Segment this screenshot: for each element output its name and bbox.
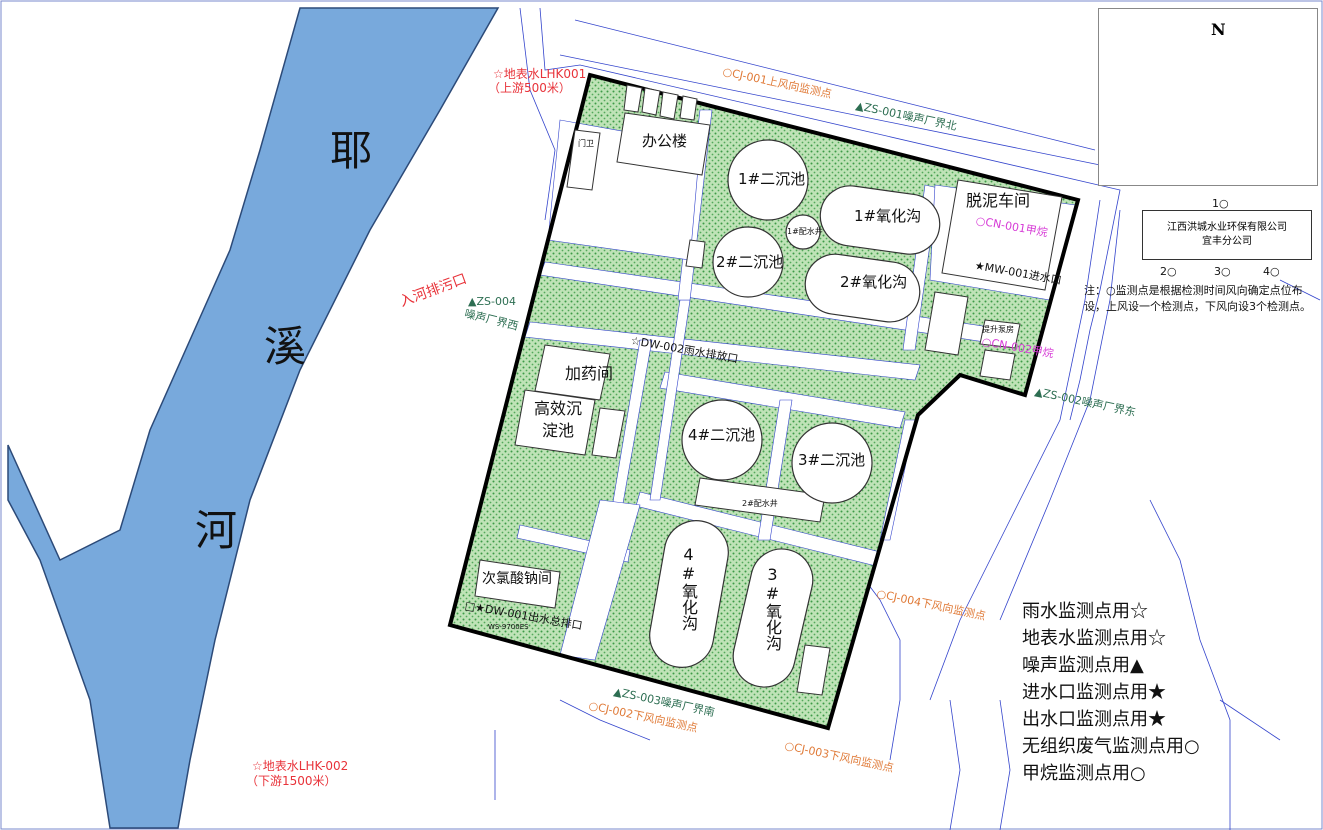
zs004-label: ▲ZS-004 [468,295,516,308]
ox-ditch-2 [804,253,921,323]
lhk001-label: ☆地表水LHK001 [493,67,587,81]
ox-ditch-4 [649,520,729,668]
hi-eff-label: 高效沉淀池 [533,399,582,440]
company-box: 江西洪城水业环保有限公司 宜丰分公司 [1142,210,1312,260]
note-text: 注：○监测点是根据检测时间风向确定点位布设，上风设一个检测点，下风向设3个检测点… [1084,284,1311,313]
roads [494,7,1321,830]
company-branch: 宜丰分公司 [1202,236,1252,247]
river-char-ye: 耶 [330,126,373,175]
company-point-2: 2○ [1160,265,1177,278]
dosing-label: 加药间 [565,364,614,383]
company-point-3: 3○ [1214,265,1231,278]
building-shapes [474,84,1063,696]
river-char-xi: 溪 [264,322,307,371]
ox-ditch-3 [732,548,814,688]
legend: 雨水监测点用☆ 地表水监测点用☆ 噪声监测点用▲ 进水口监测点用★ 出水口监测点… [1022,598,1200,787]
river-yexi [7,7,500,829]
office-building [616,112,711,176]
sed-tank-2 [712,226,784,298]
lhk002-sub: （下游1500米） [246,774,337,788]
dist-well-2-label: 2#配水井 [742,499,778,508]
ws-label: WS-9700ES [488,623,529,631]
plant-boundary [447,72,1081,731]
guard-label: 门卫 [578,139,594,148]
sed-tank-1 [727,139,809,221]
sed-tank-3 [791,422,873,504]
lhk001-sub: （上游500米） [488,81,571,95]
sed-tank-1-label: 1#二沉池 [738,170,806,188]
legend-item-noise: 噪声监测点用▲ [1022,655,1144,676]
legend-item-surface-water: 地表水监测点用☆ [1022,628,1166,649]
dist-well-1 [785,214,821,250]
dewater-label: 脱泥车间 [966,191,1031,210]
legend-item-inlet: 进水口监测点用★ [1022,682,1166,703]
company-point-1: 1○ [1212,197,1229,210]
ox-ditch-1-label: 1#氧化沟 [854,207,922,225]
ox-ditch-3-label: 3#氧化沟 [763,565,782,651]
north-label: N [1211,20,1226,39]
ox-ditch-2-label: 2#氧化沟 [840,273,908,291]
river-char-he: 河 [195,506,238,555]
sed-tank-4-label: 4#二沉池 [688,426,756,444]
sed-tank-2-label: 2#二沉池 [716,253,784,271]
ox-ditch-4-label: 4#氧化沟 [679,545,698,631]
legend-item-methane: 甲烷监测点用○ [1022,763,1146,784]
dist-well-1-label: 1#配水井 [787,227,823,236]
hypo-label: 次氯酸钠间 [482,571,552,587]
legend-item-rain: 雨水监测点用☆ [1022,601,1148,622]
company-point-4: 4○ [1263,265,1280,278]
pump-room-label: 提升泵房 [982,325,1014,334]
sed-tank-4 [681,399,763,481]
company-name: 江西洪城水业环保有限公司 [1167,222,1287,233]
ox-ditch-1 [819,185,941,255]
lhk002-label: ☆地表水LHK-002 [252,759,349,773]
office-label: 办公楼 [642,132,688,150]
compass-box [1098,8,1318,186]
legend-item-outlet: 出水口监测点用★ [1022,709,1166,730]
sed-tank-3-label: 3#二沉池 [798,451,866,469]
legend-item-fugitive-gas: 无组织废气监测点用○ [1022,736,1200,757]
tanks [649,139,941,688]
